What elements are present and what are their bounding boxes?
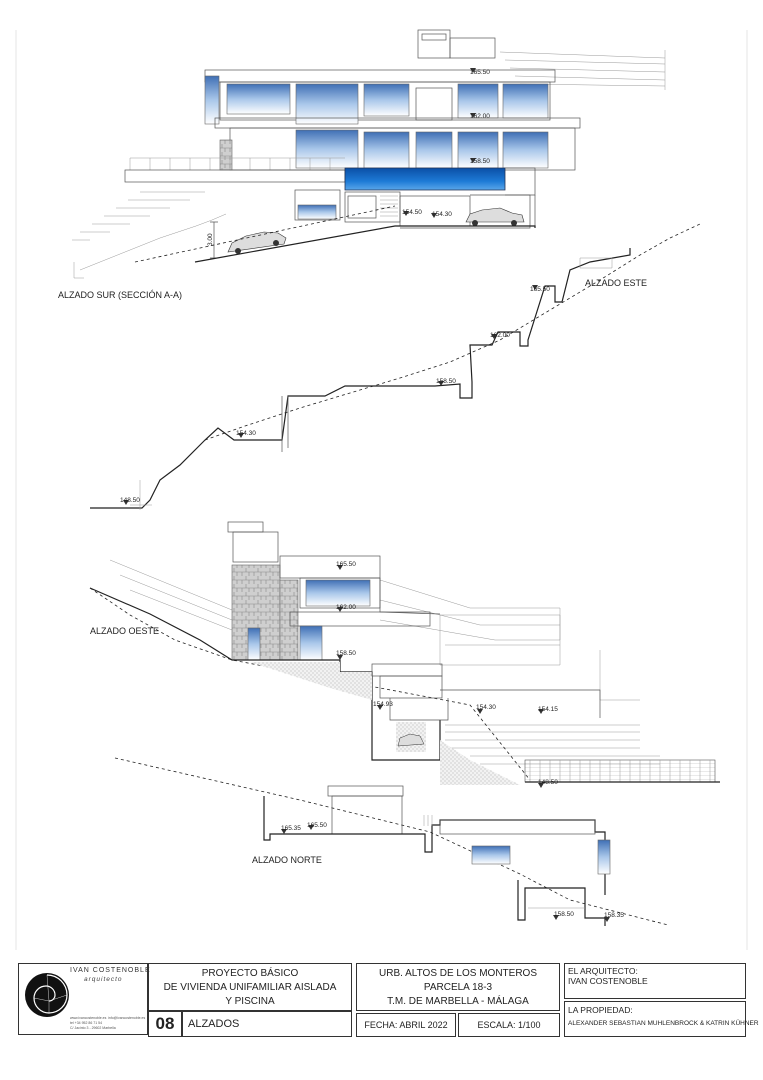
south-car-ramp [227,231,287,254]
west-background [109,559,660,765]
level-label: 165.50 [336,561,356,568]
north-upper-volume [331,795,403,835]
location-cell [356,963,560,1011]
level-label: 154.30 [476,704,496,711]
level-label: 148.50 [120,497,140,504]
level-label: 154.30 [236,430,256,437]
date: FECHA: ABRIL 2022 [364,1020,448,1030]
owner-cell [564,1001,746,1037]
level-label: 158.50 [470,158,490,165]
owner-name: ALEXANDER SEBASTIAN MUHLENBROCK & KATRIN… [568,1020,759,1027]
south-pool [344,167,506,191]
sheet-number: 08 [155,1014,175,1033]
level-label: 154.50 [402,209,422,216]
architect-firm: IVAN COSTENOBLE [70,967,151,974]
level-label: 154.30 [432,211,452,218]
level-label: 165.35 [281,825,301,832]
project-title-line: Y PISCINA [225,996,275,1007]
location-line: T.M. DE MARBELLA - MÁLAGA [387,996,529,1007]
east-elevation: 165.50 162.00 158.50 154.30 148.50 ALZAD… [90,223,701,510]
south-door [415,87,453,121]
level-label: 162.00 [470,113,490,120]
west-levels: 165.50 162.00 158.50 154.93 154.30 154.1… [336,561,558,788]
location-line: URB. ALTOS DE LOS MONTEROS [379,968,537,979]
level-label: 158.50 [554,911,574,918]
west-elevation: 165.50 162.00 158.50 154.93 154.30 154.1… [89,521,720,788]
north-window [471,845,511,865]
south-slope-right [499,50,666,90]
sheet-title-cell [182,1011,352,1037]
scale-cell [458,1013,560,1037]
east-elevation-label: ALZADO ESTE [585,278,647,288]
north-levels: 165.35 165.50 158.50 158.35 [281,822,624,922]
owner-label: LA PROPIEDAD: [568,1005,633,1015]
north-elevation-label: ALZADO NORTE [252,855,322,865]
date-cell [356,1013,456,1037]
level-label: 162.00 [336,604,356,611]
level-label: 154.93 [373,701,393,708]
location-line: PARCELA 18-3 [423,982,493,993]
level-label: 154.15 [538,706,558,713]
north-ground [263,796,606,895]
south-elevation-label: ALZADO SUR (SECCIÓN A-A) [58,290,182,300]
south-top-floor [219,81,551,121]
south-dimension: 3.00 [207,233,214,246]
west-window [305,579,371,607]
level-label: 158.50 [436,378,456,385]
south-stairs [72,191,227,279]
south-car-garage [465,207,525,226]
level-label: 158.50 [336,650,356,657]
level-label: 165.50 [530,286,550,293]
scale: ESCALA: 1/100 [477,1020,541,1030]
architect-firm-sub: arquitecto [84,976,123,983]
south-elevation: 3.00 165.50 162.00 158.50 154.50 154.30 … [58,29,666,300]
north-elevation: 165.35 165.50 158.50 158.35 ALZADO NORTE [114,757,669,926]
title-block-logo-cell [18,963,148,1035]
level-label: 165.50 [470,69,490,76]
architect-label: EL ARQUITECTO: [568,966,638,976]
level-label: 158.35 [604,912,624,919]
level-label: 165.50 [307,822,327,829]
level-label: 162.00 [490,332,510,339]
sheet-title: ALZADOS [188,1018,240,1030]
south-levels: 165.50 162.00 158.50 154.50 154.30 [402,68,490,218]
west-chimney [232,531,279,563]
architect-cell [564,963,746,999]
project-title-cell [148,963,352,1011]
project-title-line: DE VIVIENDA UNIFAMILIAR AISLADA [163,982,337,993]
east-ground [90,248,631,509]
project-title-line: PROYECTO BÁSICO [201,968,299,979]
architect-name: IVAN COSTENOBLE [568,976,648,986]
south-window [226,83,291,115]
west-elevation-label: ALZADO OESTE [90,626,159,636]
sheet-number-cell [148,1011,182,1037]
level-label: 148.50 [538,779,558,786]
east-levels: 165.50 162.00 158.50 154.30 148.50 [120,285,550,505]
south-roof-slab [204,69,556,83]
west-car [397,733,425,747]
architect-logo [25,973,69,1017]
south-railing [129,157,345,170]
south-ground [194,225,536,263]
